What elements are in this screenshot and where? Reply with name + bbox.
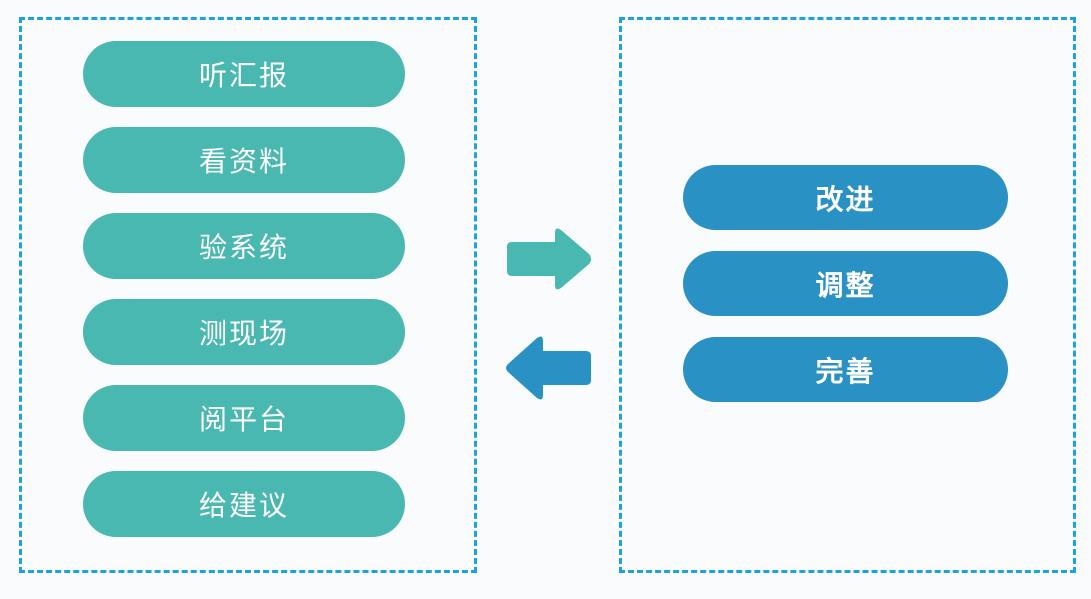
arrow-left-icon <box>503 333 595 403</box>
pill-label: 调整 <box>815 269 876 301</box>
right-group-box <box>619 17 1076 573</box>
pill-wan-shan[interactable]: 完善 <box>683 337 1008 402</box>
pill-gai-jin[interactable]: 改进 <box>683 165 1008 230</box>
pill-label: 测现场 <box>198 318 289 349</box>
pill-gei-jian-yi[interactable]: 给建议 <box>83 471 405 537</box>
pill-label: 听汇报 <box>198 60 289 91</box>
pill-tiao-zheng[interactable]: 调整 <box>683 251 1008 316</box>
pill-yue-ping-tai[interactable]: 阅平台 <box>83 385 405 451</box>
pill-label: 给建议 <box>198 490 289 521</box>
pill-ce-xian-chang[interactable]: 测现场 <box>83 299 405 365</box>
pill-label: 改进 <box>815 183 876 215</box>
pill-label: 看资料 <box>198 146 289 177</box>
pill-yan-xi-tong[interactable]: 验系统 <box>83 213 405 279</box>
pill-kan-zi-liao[interactable]: 看资料 <box>83 127 405 193</box>
left-group-box <box>19 17 477 573</box>
arrow-right-icon <box>503 226 593 292</box>
pill-label: 完善 <box>815 355 876 387</box>
pill-ting-hui-bao[interactable]: 听汇报 <box>83 41 405 107</box>
inspection-activities-list: 听汇报 看资料 验系统 测现场 阅平台 给建议 <box>83 41 405 537</box>
pill-label: 验系统 <box>198 232 289 263</box>
improvement-actions-list: 改进 调整 完善 <box>683 165 1008 402</box>
pill-label: 阅平台 <box>198 404 289 435</box>
